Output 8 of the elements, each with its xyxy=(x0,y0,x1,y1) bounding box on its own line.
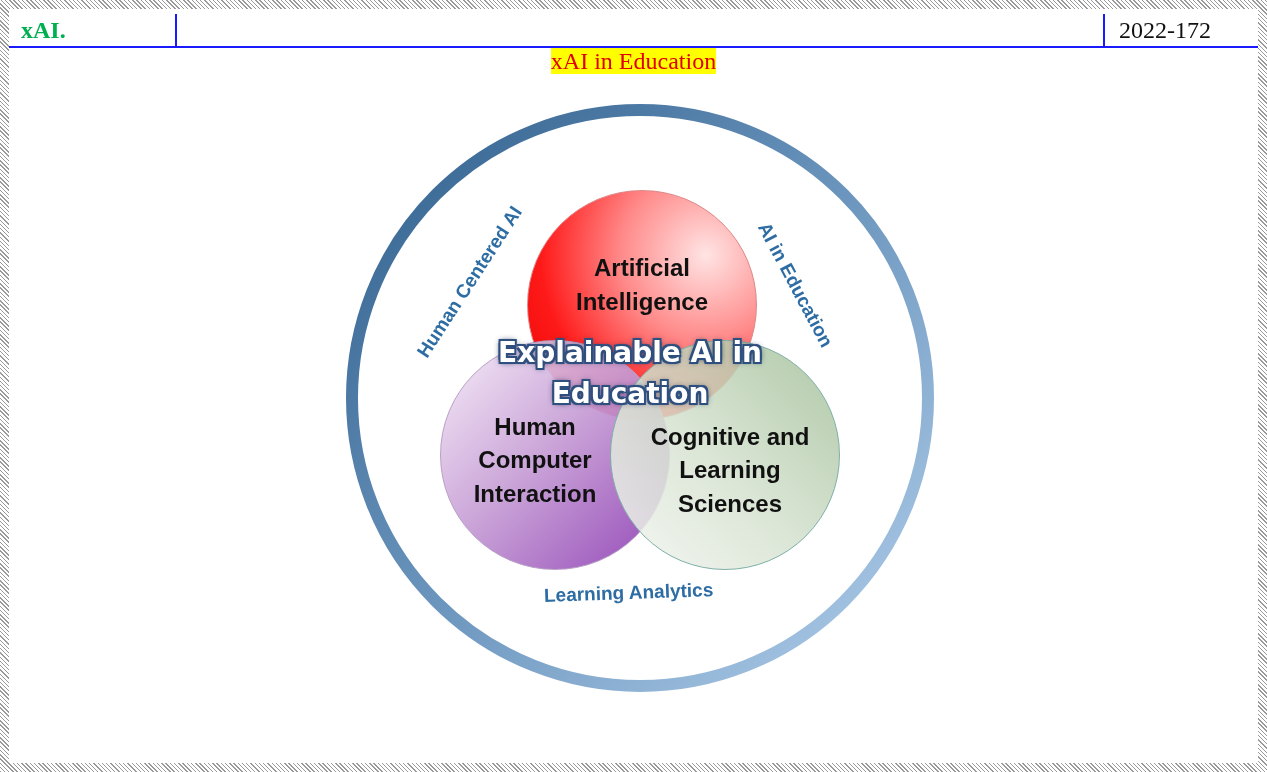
outer-ring xyxy=(345,103,935,693)
ring-label: Learning Analytics xyxy=(543,579,714,607)
document-number: 2022-172 xyxy=(1119,16,1211,45)
circle-label: Human Computer Interaction xyxy=(472,411,598,509)
page-title: xAI in Education xyxy=(550,48,717,74)
circle-label: Artificial Intelligence xyxy=(574,253,709,317)
circle-label: Cognitive and Learning Sciences xyxy=(649,421,811,519)
header-tag: xAI. xyxy=(21,14,66,46)
